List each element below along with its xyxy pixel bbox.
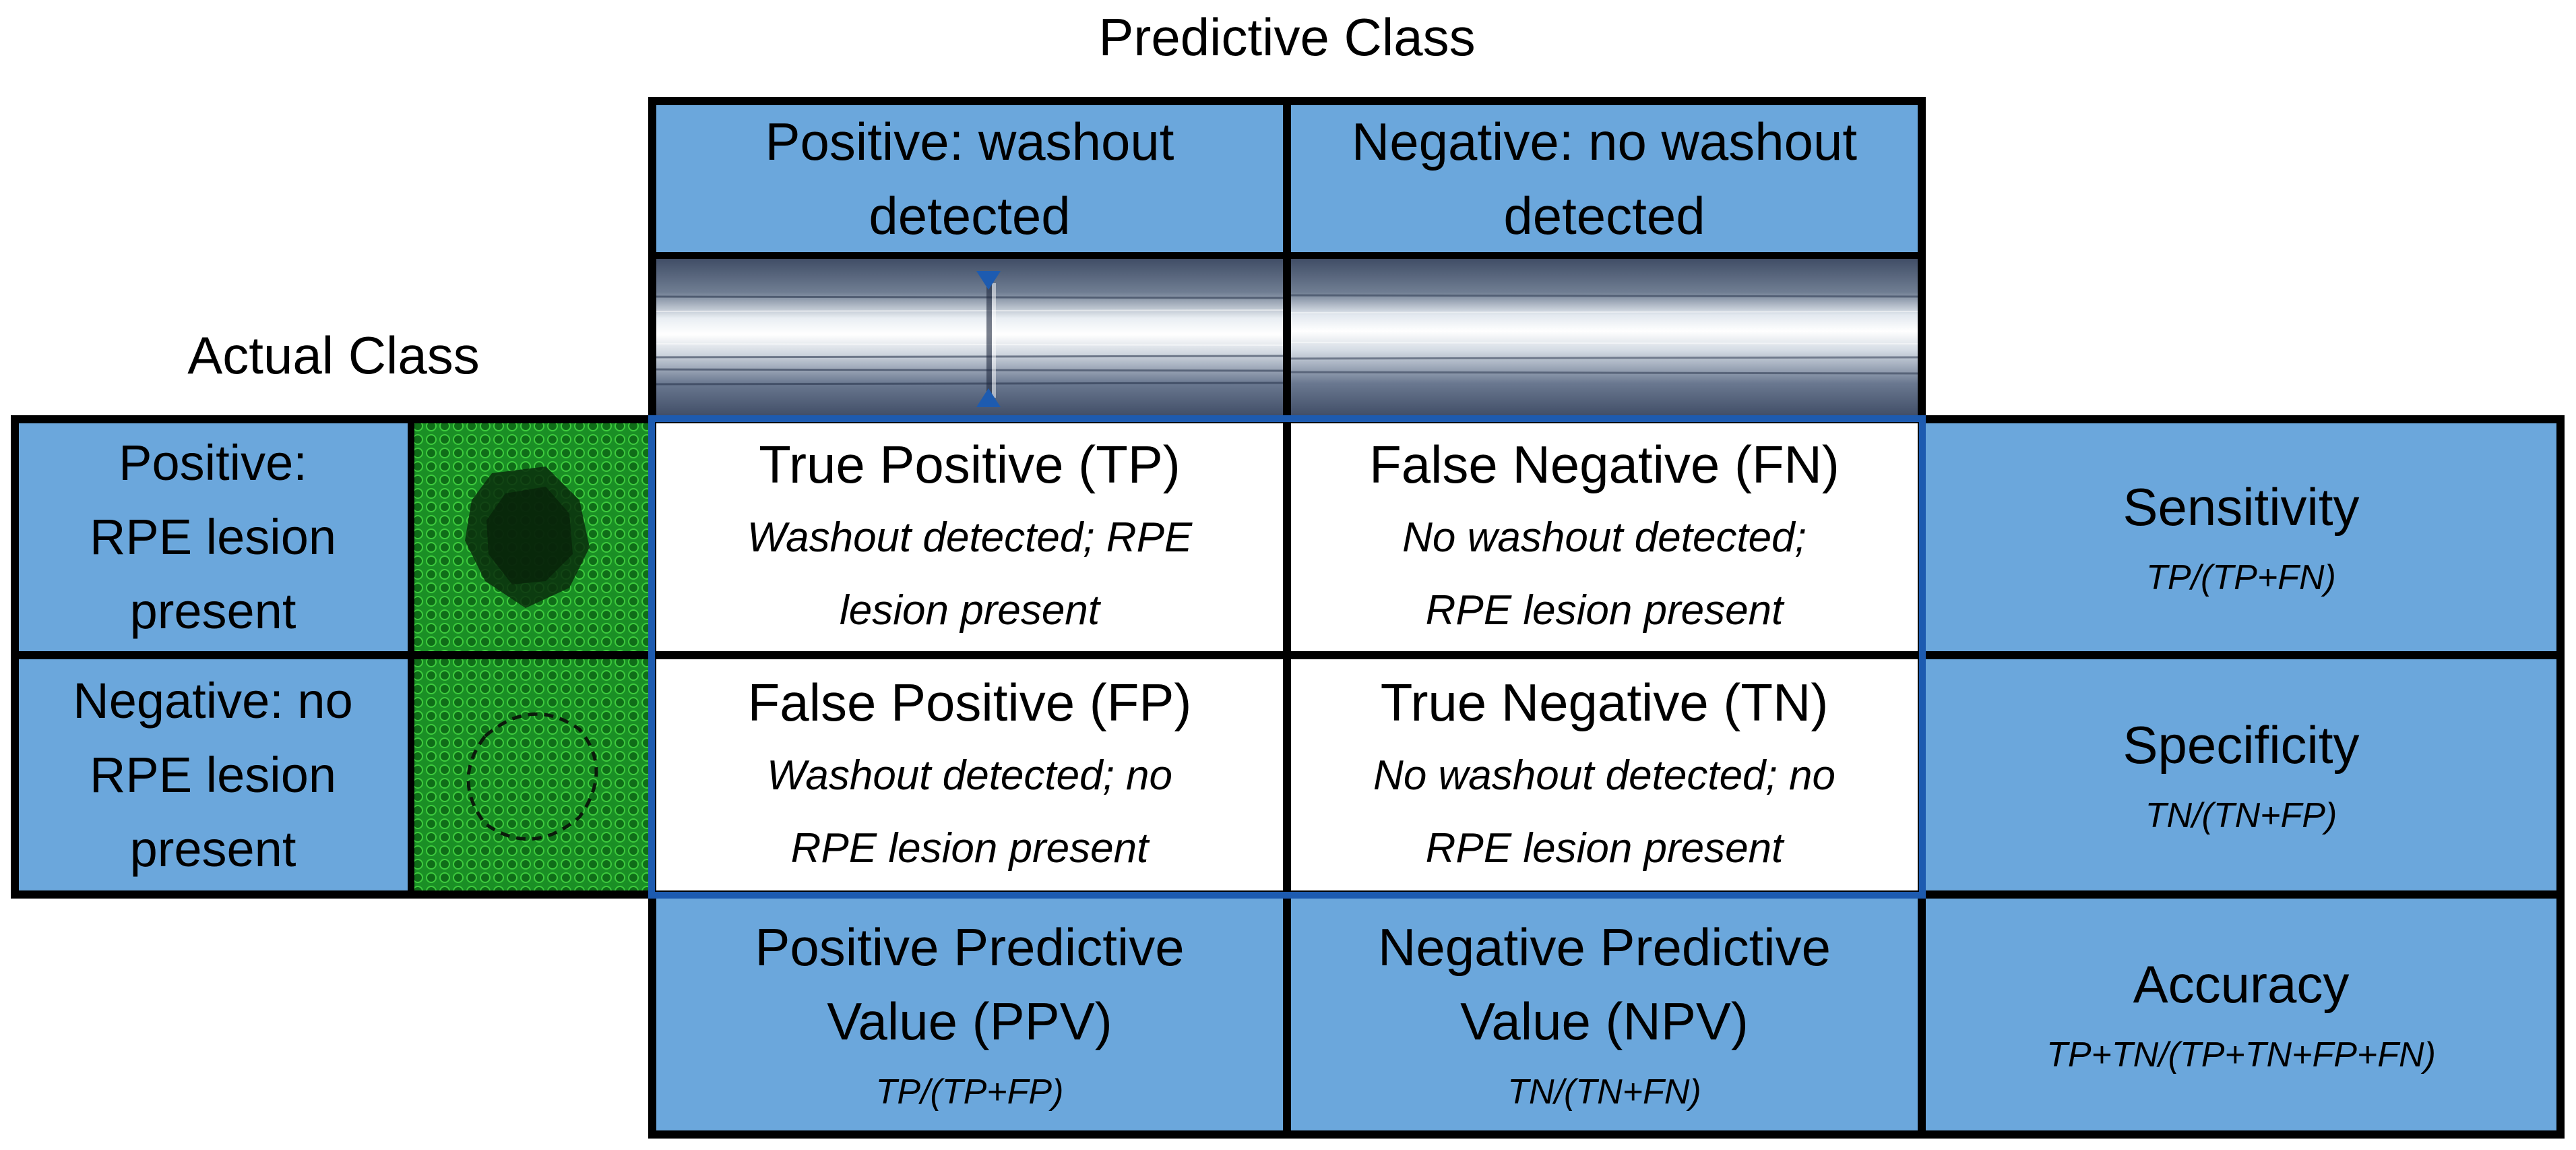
sensitivity-label: Sensitivity (2123, 477, 2360, 537)
metric-ppv: Positive Predictive Value (PPV) TP/(TP+F… (652, 895, 1287, 1134)
tn-desc-line1: No washout detected; no (1373, 752, 1835, 799)
fn-desc-line1: No washout detected; (1402, 514, 1807, 561)
cell-true-positive: True Positive (TP) Washout detected; RPE… (652, 419, 1287, 655)
actual-class-heading: Actual Class (187, 326, 480, 385)
matrix-highlight-left (648, 415, 655, 899)
fn-desc-line2: RPE lesion present (1425, 587, 1784, 634)
matrix-highlight-bottom (648, 892, 1926, 899)
oct-image-no-washout (1287, 256, 1922, 419)
oct-image-washout (652, 256, 1287, 419)
tn-desc-line2: RPE lesion present (1425, 824, 1784, 872)
matrix-highlight-top (648, 415, 1926, 422)
cell-true-negative: True Negative (TN) No washout detected; … (1287, 655, 1922, 895)
specificity-label: Specificity (2123, 715, 2360, 775)
metric-sensitivity: Sensitivity TP/(TP+FN) (1922, 419, 2561, 655)
rpe-image-lesion-present (411, 419, 652, 655)
tp-title: True Positive (TP) (759, 435, 1181, 494)
triangle-down-marker-icon (976, 271, 1001, 290)
row-header-negative: Negative: no RPE lesion present (15, 655, 411, 895)
ppv-formula: TP/(TP+FP) (875, 1072, 1064, 1112)
grid-line-column-divider (1283, 97, 1291, 1139)
grid-line-bottom (648, 1130, 2565, 1139)
row-header-negative-line1: Negative: no (73, 672, 353, 729)
ppv-line1: Positive Predictive (755, 917, 1185, 977)
fp-desc-line1: Washout detected; no (766, 752, 1173, 799)
cell-false-positive: False Positive (FP) Washout detected; no… (652, 655, 1287, 895)
cell-false-negative: False Negative (FN) No washout detected;… (1287, 419, 1922, 655)
column-header-positive-line2: detected (869, 186, 1071, 245)
grid-line-left-edge (11, 415, 19, 899)
tp-desc-line1: Washout detected; RPE (747, 514, 1193, 561)
sensitivity-formula: TP/(TP+FN) (2146, 558, 2336, 597)
grid-line-row-header-divider (408, 415, 414, 899)
triangle-up-marker-icon (976, 388, 1001, 407)
fn-title: False Negative (FN) (1369, 435, 1840, 494)
predictive-class-heading: Predictive Class (1098, 7, 1476, 67)
row-header-positive-line3: present (129, 583, 296, 639)
fp-title: False Positive (FP) (747, 672, 1192, 732)
tp-desc-line2: lesion present (839, 587, 1100, 634)
row-header-positive-line2: RPE lesion (89, 509, 337, 565)
specificity-formula: TN/(TN+FP) (2145, 795, 2337, 835)
accuracy-formula: TP+TN/(TP+TN+FP+FN) (2046, 1035, 2436, 1075)
rpe-image-no-lesion (411, 655, 652, 895)
row-header-negative-line3: present (129, 820, 296, 877)
row-header-negative-line2: RPE lesion (89, 746, 337, 803)
npv-line2: Value (NPV) (1460, 992, 1749, 1051)
tn-title: True Negative (TN) (1380, 672, 1829, 732)
column-header-negative-line1: Negative: no washout (1351, 112, 1858, 171)
npv-formula: TN/(TN+FN) (1507, 1072, 1701, 1112)
ppv-line2: Value (PPV) (827, 992, 1112, 1051)
metric-accuracy: Accuracy TP+TN/(TP+TN+FP+FN) (1922, 895, 2561, 1134)
column-header-positive: Positive: washout detected (652, 101, 1287, 256)
fp-desc-line2: RPE lesion present (790, 824, 1149, 872)
accuracy-label: Accuracy (2133, 955, 2350, 1014)
column-header-negative-line2: detected (1503, 186, 1705, 245)
metric-specificity: Specificity TN/(TN+FP) (1922, 655, 2561, 895)
grid-line-right-edge (2556, 415, 2565, 1139)
npv-line1: Negative Predictive (1378, 917, 1831, 977)
column-header-positive-line1: Positive: washout (765, 112, 1174, 171)
row-header-positive: Positive: RPE lesion present (15, 419, 411, 655)
matrix-highlight-right (1919, 415, 1926, 899)
column-header-negative: Negative: no washout detected (1287, 101, 1922, 256)
metric-npv: Negative Predictive Value (NPV) TN/(TN+F… (1287, 895, 1922, 1134)
row-header-positive-line1: Positive: (119, 435, 307, 491)
